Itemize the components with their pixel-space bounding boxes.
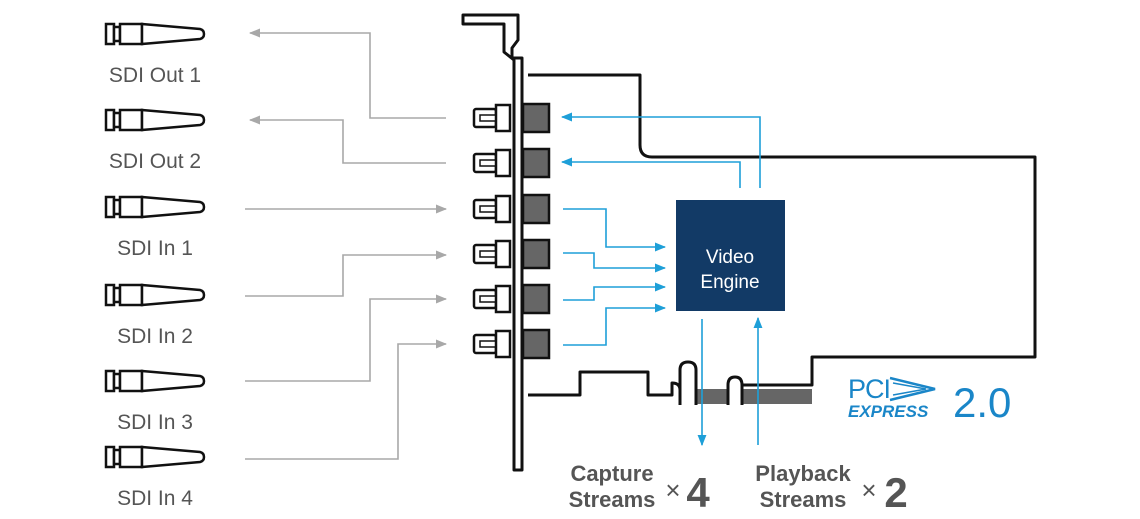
pcie-gold-fingers [690,389,812,404]
cable-icon-sdi-in-2 [104,283,206,307]
out1-route-line [248,28,446,119]
cable-icon-sdi-in-3 [104,369,206,393]
bnc-port-sdi-in-4 [472,328,551,360]
pcie-chevron-icon [889,376,936,402]
mounting-bracket [461,13,524,472]
connector-label-sdi-in-1: SDI In 1 [117,237,193,260]
bnc-port-sdi-in-3 [472,283,551,315]
pcie-logo: PCI EXPRESS 2.0 [848,374,1011,426]
connector-label-sdi-in-4: SDI In 4 [117,487,193,510]
capture-streams-line1: Capture [570,461,653,486]
in4-to-engine-line [563,303,667,346]
connector-label-sdi-in-2: SDI In 2 [117,325,193,348]
connector-label-sdi-out-1: SDI Out 1 [109,64,201,87]
in1-to-engine-line [563,208,667,252]
bnc-port-sdi-in-2 [472,238,551,270]
cable-icon-sdi-out-1 [104,22,206,46]
in4-route-line [245,339,448,460]
in3-route-line [245,294,448,382]
capture-times-sign: × [665,475,680,505]
bnc-port-sdi-out-2 [472,147,551,179]
bnc-port-sdi-in-1 [472,193,551,225]
bnc-port-sdi-out-1 [472,102,551,134]
capture-count: 4 [686,469,710,516]
pcie-edge-notch-right [726,375,744,405]
cable-icon-sdi-in-4 [104,445,206,469]
playback-times-sign: × [861,475,876,505]
video-engine-label-line1: Video [706,247,754,268]
playback-streams-line1: Playback [755,461,851,486]
capture-streams-line2: Streams [569,487,656,512]
connector-label-sdi-in-3: SDI In 3 [117,411,193,434]
pcie-chevron-inner-icon [892,382,927,396]
cable-icon-group: SDI Out 1 SDI Out 2 SDI In 1 SDI In 2 SDI In… [104,22,206,510]
pcie-logo-bottom: EXPRESS [848,402,929,421]
pcie-edge-notch-left [678,360,698,405]
pcie-logo-top: PCI [848,374,890,404]
engine-to-out1-line [560,112,761,188]
pcie-logo-version: 2.0 [953,379,1011,426]
in2-to-engine-line [563,252,667,273]
playback-streams-line2: Streams [760,487,847,512]
out2-route-line [248,115,446,164]
playback-count: 2 [884,469,907,516]
engine-to-out2-line [560,157,741,188]
video-engine-label-line2: Engine [700,272,759,293]
in2-route-line [245,250,448,297]
video-engine-block [676,200,785,311]
in3-to-engine-line [563,282,667,301]
cable-icon-sdi-in-1 [104,195,206,219]
connector-label-sdi-out-2: SDI Out 2 [109,150,201,173]
bnc-port-group [472,102,551,360]
cable-icon-sdi-out-2 [104,108,206,132]
